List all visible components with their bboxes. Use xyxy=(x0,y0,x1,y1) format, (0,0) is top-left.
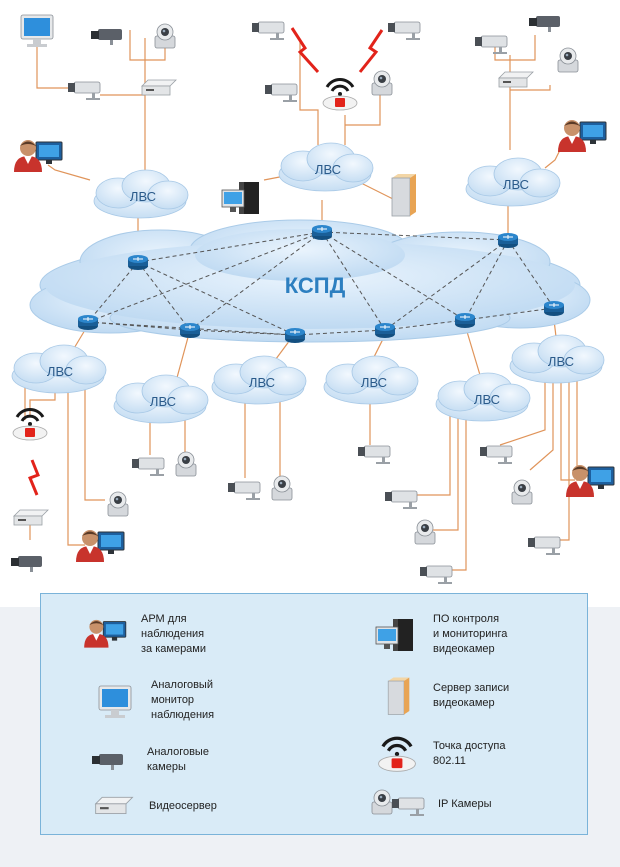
workstation-icon xyxy=(557,119,607,153)
router xyxy=(179,322,201,339)
ip-camera-icon xyxy=(479,445,513,465)
workstation-icon xyxy=(565,464,615,498)
recording-server-icon xyxy=(391,173,417,217)
ip-camera-icon xyxy=(511,479,533,505)
router xyxy=(454,312,476,329)
access-point-icon xyxy=(376,736,418,773)
legend-label: Аналоговый монитор наблюдения xyxy=(151,679,215,721)
ip-camera-icon xyxy=(474,35,508,55)
ip-camera-icon xyxy=(264,83,298,103)
lan-label: ЛВС xyxy=(315,162,341,177)
video-server-icon xyxy=(498,71,534,88)
ip-camera-icon xyxy=(557,47,579,73)
legend-label: Сервер записи видеокамер xyxy=(433,682,510,709)
analog-camera-icon xyxy=(529,16,560,32)
lan-label: ЛВС xyxy=(474,392,500,407)
ip-camera-icon xyxy=(67,81,101,101)
network-diagram: КСПД xyxy=(11,14,615,585)
analog-monitor-icon xyxy=(98,685,132,718)
ip-camera-icon xyxy=(175,451,197,477)
analog-camera-icon xyxy=(92,754,123,770)
ip-camera-icon xyxy=(527,536,561,556)
router xyxy=(127,254,149,271)
video-server-icon xyxy=(95,796,134,815)
legend-item-control-software: ПО контроля и мониторинга видеокамер xyxy=(371,612,507,657)
lan-label: ЛВС xyxy=(361,375,387,390)
legend-label: Точка доступа 802.11 xyxy=(433,740,506,767)
analog-camera-icon xyxy=(91,29,122,45)
analog-monitor-icon xyxy=(20,14,54,48)
router xyxy=(374,322,396,339)
router xyxy=(543,300,565,317)
ip-camera-icon xyxy=(387,21,421,41)
legend-item-ip-cameras: IP Камеры xyxy=(366,782,491,826)
ip-camera-icon xyxy=(414,519,436,545)
core-network-label: КСПД xyxy=(285,273,346,298)
legend-item-workstation: АРМ для наблюдения за камерами xyxy=(79,612,206,657)
video-server-icon xyxy=(13,509,49,526)
workstation-icon xyxy=(83,618,127,648)
legend-item-video-server: Видеосервер xyxy=(87,784,217,828)
lan-label: ЛВС xyxy=(503,177,529,192)
legend-item-access-point: Точка доступа 802.11 xyxy=(371,732,505,776)
workstation-icon xyxy=(75,529,125,563)
access-point-icon xyxy=(321,77,359,112)
lan-label: ЛВС xyxy=(47,364,73,379)
legend-item-analog-cameras: Аналоговые камеры xyxy=(85,738,209,782)
router xyxy=(497,232,519,249)
ip-camera-icon xyxy=(107,491,129,517)
ip-camera-icon xyxy=(251,21,285,41)
legend-item-analog-monitor: Аналоговый монитор наблюдения xyxy=(89,678,214,723)
lan-label: ЛВС xyxy=(150,394,176,409)
router xyxy=(284,327,306,344)
ip-camera-icon xyxy=(131,457,165,477)
legend-label: IP Камеры xyxy=(438,797,492,810)
legend-label: Аналоговые камеры xyxy=(147,746,209,773)
ip-camera-icon xyxy=(371,789,425,817)
workstation-icon xyxy=(13,139,63,173)
control-software-icon xyxy=(375,618,414,651)
core-mesh-links xyxy=(87,231,555,336)
legend-label: ПО контроля и мониторинга видеокамер xyxy=(433,613,508,655)
legend-label: Видеосервер xyxy=(149,799,217,812)
ip-camera-icon xyxy=(271,475,293,501)
router xyxy=(77,314,99,331)
recording-server-icon xyxy=(387,677,410,715)
ip-camera-icon xyxy=(419,565,453,585)
lan-label: ЛВС xyxy=(130,189,156,204)
lan-label: ЛВС xyxy=(548,354,574,369)
legend-label: АРМ для наблюдения за камерами xyxy=(141,613,207,655)
ip-camera-icon xyxy=(371,70,393,96)
router xyxy=(311,224,333,241)
control-software-icon xyxy=(221,181,260,215)
legend-item-recording-server: Сервер записи видеокамер xyxy=(371,674,509,718)
ip-camera-icon xyxy=(357,445,391,465)
lan-label: ЛВС xyxy=(249,375,275,390)
ip-camera-icon xyxy=(154,23,176,49)
wireless-links xyxy=(28,27,384,496)
legend: АРМ для наблюдения за камерами Аналоговы… xyxy=(40,593,588,835)
ip-camera-icon xyxy=(227,481,261,501)
analog-camera-icon xyxy=(11,556,42,572)
video-server-icon xyxy=(141,79,177,96)
ip-camera-icon xyxy=(384,490,418,510)
